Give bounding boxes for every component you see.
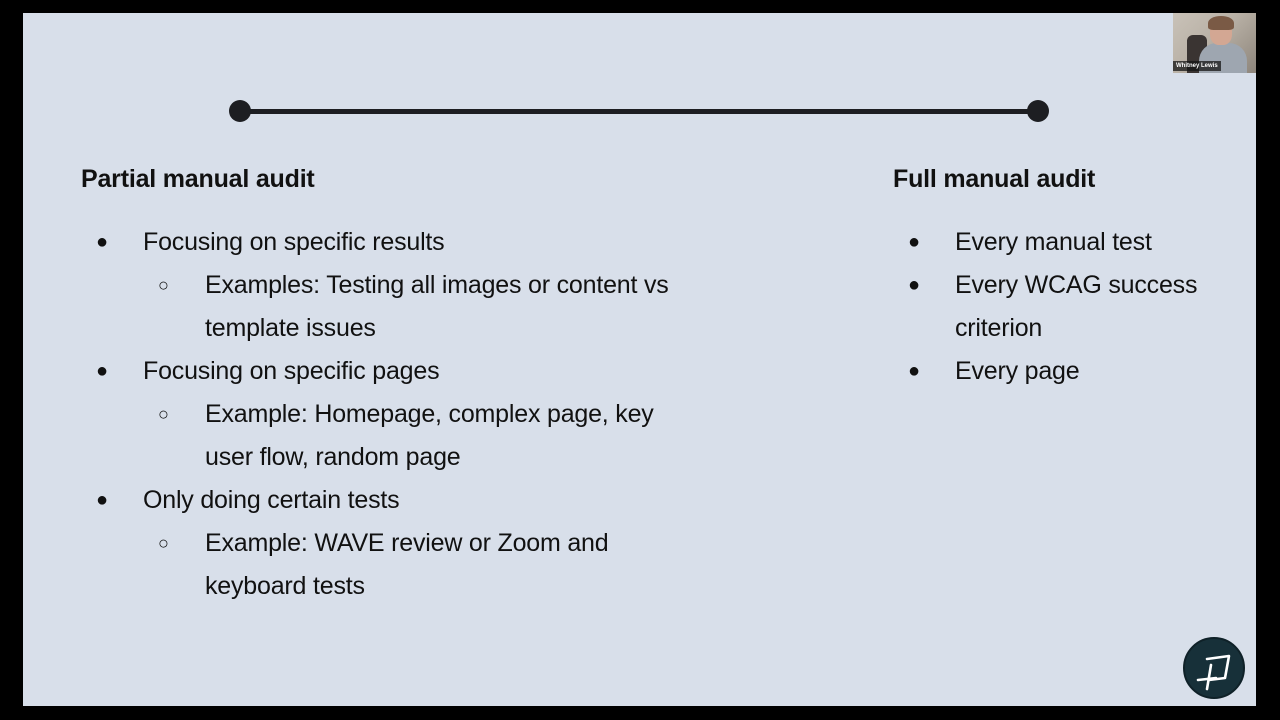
webcam-person-hair	[1208, 16, 1234, 30]
filled-bullet-icon: ●	[908, 231, 921, 253]
full-audit-column: Full manual audit ● Every manual test ● …	[893, 161, 1253, 393]
filled-bullet-icon: ●	[908, 360, 921, 382]
presentation-slide: Partial manual audit ● Focusing on speci…	[23, 13, 1256, 706]
timeline-start-dot	[229, 100, 251, 122]
timeline-end-dot	[1027, 100, 1049, 122]
partial-audit-column: Partial manual audit ● Focusing on speci…	[81, 161, 761, 608]
participant-name-label: Whitney Lewis	[1173, 61, 1221, 71]
list-item: ● Every WCAG success criterion	[893, 264, 1223, 350]
list-item: ● Every manual test	[893, 221, 1253, 264]
hollow-bullet-icon: ○	[158, 275, 169, 295]
list-subitem: ○ Examples: Testing all images or conten…	[81, 264, 701, 350]
list-subitem: ○ Example: Homepage, complex page, key u…	[81, 393, 701, 479]
hollow-bullet-icon: ○	[158, 404, 169, 424]
filled-bullet-icon: ●	[96, 231, 109, 253]
filled-bullet-icon: ●	[96, 360, 109, 382]
brand-logo-icon	[1183, 637, 1245, 699]
filled-bullet-icon: ●	[908, 274, 921, 296]
filled-bullet-icon: ●	[96, 489, 109, 511]
partial-audit-heading: Partial manual audit	[81, 165, 315, 193]
list-subitem: ○ Example: WAVE review or Zoom and keybo…	[81, 522, 661, 608]
hollow-bullet-icon: ○	[158, 533, 169, 553]
full-audit-heading: Full manual audit	[893, 165, 1096, 193]
timeline-line	[240, 108, 1038, 114]
list-item: ● Only doing certain tests	[81, 479, 761, 522]
list-item: ● Focusing on specific pages	[81, 350, 761, 393]
list-item: ● Every page	[893, 350, 1253, 393]
list-item: ● Focusing on specific results	[81, 221, 761, 264]
timeline	[23, 13, 1256, 213]
webcam-video-tile[interactable]: Whitney Lewis	[1173, 13, 1256, 73]
